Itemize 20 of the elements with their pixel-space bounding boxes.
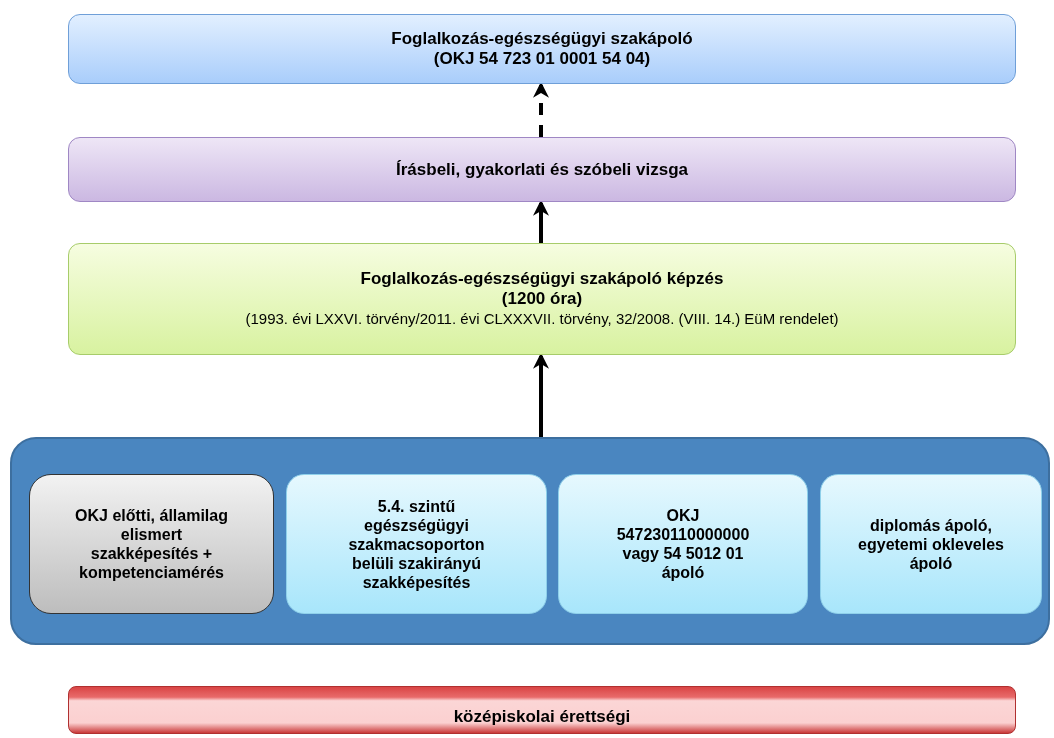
node-text: (OKJ 54 723 01 0001 54 04) bbox=[433, 49, 651, 69]
prerequisite-box bbox=[29, 474, 274, 614]
legal-reference: (1993. évi LXXVI. törvény/2011. évi CLXXXVII. törvény, 32/2008. (VIII. 14.) EüM rendelet) bbox=[245, 309, 839, 329]
node-text: 5.4. szintű egészségügyi szakmacsoporton belüli szakirányú szakképesítés bbox=[347, 496, 486, 592]
node-text: OKJ előtti, államilag elismert szakképesítés + kompetenciamérés bbox=[74, 506, 229, 582]
node-text: Foglalkozás-egészségügyi szakápoló bbox=[391, 29, 693, 49]
prerequisite-box bbox=[820, 474, 1042, 614]
node-text: diplomás ápoló, egyetemi okleveles ápoló bbox=[857, 515, 1005, 573]
prerequisite-box bbox=[286, 474, 547, 614]
result-box bbox=[68, 14, 1016, 84]
exam-box bbox=[68, 137, 1016, 202]
node-text: Írásbeli, gyakorlati és szóbeli vizsga bbox=[396, 159, 688, 180]
node-text: (1200 óra) bbox=[501, 289, 583, 309]
node-text: Foglalkozás-egészségügyi szakápoló képzés bbox=[360, 269, 724, 289]
container-panel bbox=[10, 437, 1050, 645]
training-box bbox=[68, 243, 1016, 355]
node-text: OKJ 547230110000000 vagy 54 5012 01 ápoló bbox=[615, 506, 751, 582]
prerequisite-box bbox=[558, 474, 808, 614]
node-text: középiskolai érettségi bbox=[453, 707, 631, 727]
base-bar bbox=[68, 686, 1016, 734]
